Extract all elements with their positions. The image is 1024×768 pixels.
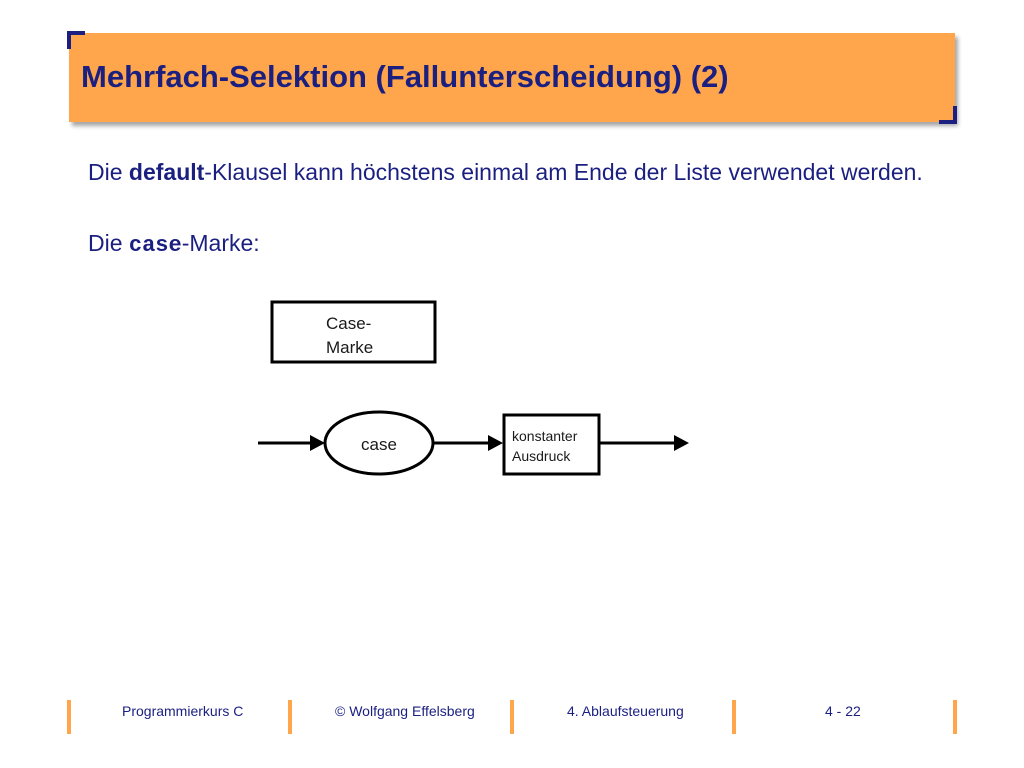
footer-divider-1 xyxy=(67,700,71,734)
exit-arrow-head xyxy=(674,435,689,451)
footer-divider-5 xyxy=(953,700,957,734)
keyword-default: default xyxy=(128,159,205,185)
footer-page-number: 4 - 22 xyxy=(825,703,861,719)
entry-arrow-head xyxy=(310,435,325,451)
title-bar: Mehrfach-Selektion (Fallunterscheidung) … xyxy=(67,31,957,124)
paragraph2-prefix: Die xyxy=(88,230,129,256)
paragraph2-suffix: -Marke: xyxy=(181,230,260,256)
keyword-case: case xyxy=(128,233,182,258)
footer-divider-3 xyxy=(510,700,514,734)
middle-arrow-head xyxy=(488,435,503,451)
footer-author: © Wolfgang Effelsberg xyxy=(335,703,475,719)
diagram-name-box xyxy=(270,300,437,364)
corner-bracket-bottom-right xyxy=(939,106,957,124)
diagram-name-line2: Marke xyxy=(326,338,373,357)
paragraph-case-label: Die case-Marke: xyxy=(88,229,938,260)
corner-bracket-top-left xyxy=(67,31,85,49)
footer-chapter: 4. Ablaufsteuerung xyxy=(567,703,684,719)
footer-divider-2 xyxy=(288,700,292,734)
paragraph-default-clause: Die default-Klausel kann höchstens einma… xyxy=(88,158,938,186)
paragraph1-prefix: Die xyxy=(88,159,129,185)
nonterminal-line2: Ausdruck xyxy=(512,448,571,464)
terminal-case-label: case xyxy=(361,435,397,454)
slide-title: Mehrfach-Selektion (Fallunterscheidung) … xyxy=(81,59,729,94)
footer-course: Programmierkurs C xyxy=(122,703,244,719)
diagram-name-line1: Case- xyxy=(326,314,371,333)
footer-divider-4 xyxy=(732,700,736,734)
nonterminal-line1: konstanter xyxy=(512,428,578,444)
paragraph1-suffix: -Klausel kann höchstens einmal am Ende d… xyxy=(204,159,923,185)
nonterminal-box xyxy=(502,413,601,476)
